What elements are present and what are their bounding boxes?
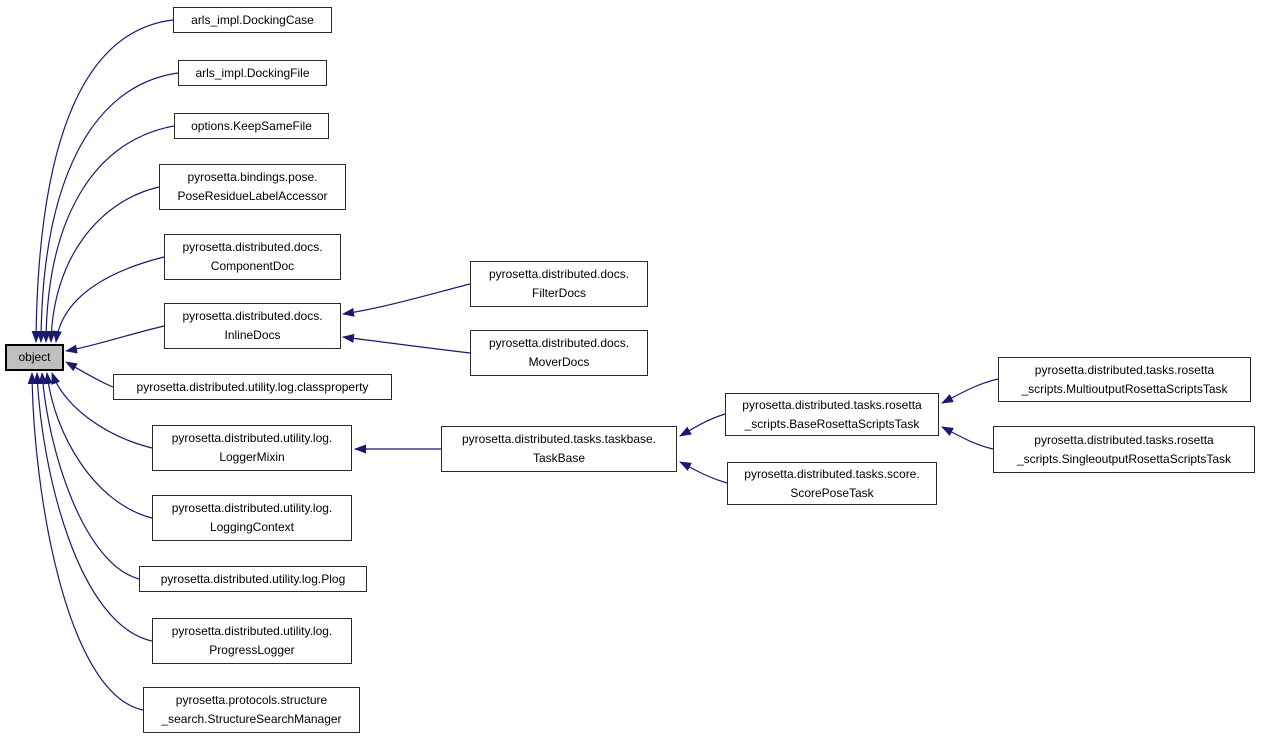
class-node-task-base[interactable]: pyrosetta.distributed.tasks.taskbase. Tas… <box>441 426 677 472</box>
inheritance-edge-logger-mixin-to-object <box>51 372 153 449</box>
inheritance-edge-structure-search-manager-to-object <box>27 372 144 711</box>
class-name-text: pyrosetta.distributed.utility.log.classp… <box>136 379 369 394</box>
class-node-logging-context[interactable]: pyrosetta.distributed.utility.log. Loggin… <box>152 495 352 541</box>
inheritance-edge-mover-docs-to-inline-docs <box>342 333 471 354</box>
class-name-text: arls_impl.DockingFile <box>195 65 310 80</box>
class-name-text: ScorePoseTask <box>790 485 874 500</box>
class-name-text: pyrosetta.distributed.docs. <box>488 267 630 281</box>
inheritance-edge-base-rosetta-scripts-to-task-base <box>679 413 726 437</box>
class-name-text: _scripts.MultioutputRosettaScriptsTask <box>1021 381 1228 396</box>
class-node-progress-logger[interactable]: pyrosetta.distributed.utility.log. Progre… <box>152 618 352 664</box>
inheritance-edge-progress-logger-to-object <box>32 372 153 642</box>
class-node-pose-residue-label[interactable]: pyrosetta.bindings.pose. PoseResidueLabel… <box>159 164 346 210</box>
class-name-text: InlineDocs <box>224 328 281 342</box>
class-node-structure-search-manager[interactable]: pyrosetta.protocols.structure _search.Str… <box>143 687 360 733</box>
root-class-node-object: object <box>5 344 64 371</box>
class-node-singleoutput-task[interactable]: pyrosetta.distributed.tasks.rosetta _scri… <box>993 426 1255 473</box>
class-name-text: arls_impl.DockingCase <box>191 12 314 27</box>
class-node-filter-docs[interactable]: pyrosetta.distributed.docs. FilterDocs <box>470 261 648 307</box>
class-name-text: LoggingContext <box>209 520 295 534</box>
inheritance-edge-classproperty-to-object <box>65 361 114 388</box>
class-name-text: object <box>18 350 51 364</box>
class-name-text: pyrosetta.protocols.structure <box>175 693 328 707</box>
class-name-text: pyrosetta.distributed.utility.log. <box>171 501 333 515</box>
class-node-logger-mixin[interactable]: pyrosetta.distributed.utility.log. Logger… <box>152 425 352 471</box>
class-name-text: ProgressLogger <box>209 643 295 657</box>
class-node-docking-file[interactable]: arls_impl.DockingFile <box>178 60 327 86</box>
class-name-text: pyrosetta.distributed.tasks.rosetta <box>1034 432 1214 447</box>
edge-group <box>27 19 999 711</box>
class-name-text: MoverDocs <box>528 355 590 369</box>
inheritance-edge-docking-case-to-object <box>31 19 174 343</box>
inheritance-edge-inline-docs-to-object <box>65 325 165 354</box>
class-name-text: pyrosetta.bindings.pose. <box>187 170 318 184</box>
class-name-text: pyrosetta.distributed.docs. <box>182 240 323 254</box>
inheritance-edge-plog-to-object <box>38 372 140 580</box>
inheritance-edge-singleoutput-task-to-base-rosetta-scripts <box>941 426 994 450</box>
class-node-score-pose-task[interactable]: pyrosetta.distributed.tasks.score. ScoreP… <box>727 462 937 505</box>
class-name-text: LoggerMixin <box>219 450 285 464</box>
inheritance-edge-component-doc-to-object <box>52 256 165 343</box>
class-node-component-doc[interactable]: pyrosetta.distributed.docs. ComponentDoc <box>164 234 341 280</box>
class-name-text: FilterDocs <box>531 286 586 300</box>
class-node-mover-docs[interactable]: pyrosetta.distributed.docs. MoverDocs <box>470 330 648 376</box>
class-name-text: pyrosetta.distributed.tasks.taskbase. <box>461 432 657 446</box>
class-name-text: options.KeepSameFile <box>191 118 312 133</box>
class-name-text: pyrosetta.distributed.tasks.rosetta <box>1034 362 1215 377</box>
inheritance-edge-docking-file-to-object <box>36 72 179 343</box>
class-name-text: pyrosetta.distributed.tasks.score. <box>744 466 920 481</box>
class-name-text: PoseResidueLabelAccessor <box>177 189 328 203</box>
class-name-text: pyrosetta.distributed.utility.log.Plog <box>160 571 346 586</box>
class-name-text: _scripts.BaseRosettaScriptsTask <box>744 416 920 431</box>
inheritance-edge-keep-same-file-to-object <box>41 125 175 343</box>
class-name-text: ComponentDoc <box>210 259 295 273</box>
class-node-plog[interactable]: pyrosetta.distributed.utility.log.Plog <box>139 566 367 592</box>
inheritance-edge-pose-residue-label-to-object <box>46 186 160 343</box>
class-node-multioutput-task[interactable]: pyrosetta.distributed.tasks.rosetta _scri… <box>998 357 1251 402</box>
class-name-text: pyrosetta.distributed.tasks.rosetta <box>742 397 922 412</box>
inheritance-edge-score-pose-task-to-task-base <box>679 461 728 484</box>
class-node-base-rosetta-scripts[interactable]: pyrosetta.distributed.tasks.rosetta _scri… <box>725 393 939 436</box>
class-name-text: pyrosetta.distributed.utility.log. <box>171 624 333 638</box>
inheritance-edge-logging-context-to-object <box>43 372 153 519</box>
class-name-text: TaskBase <box>532 451 586 465</box>
class-name-text: _scripts.SingleoutputRosettaScriptsTask <box>1016 451 1232 466</box>
class-name-text: _search.StructureSearchManager <box>161 712 342 726</box>
class-node-keep-same-file[interactable]: options.KeepSameFile <box>174 113 329 139</box>
class-node-docking-case[interactable]: arls_impl.DockingCase <box>173 7 332 33</box>
inheritance-edge-multioutput-task-to-base-rosetta-scripts <box>941 378 999 404</box>
class-name-text: pyrosetta.distributed.docs. <box>488 336 630 350</box>
inheritance-edge-filter-docs-to-inline-docs <box>342 283 471 317</box>
class-node-classproperty[interactable]: pyrosetta.distributed.utility.log.classp… <box>113 374 392 400</box>
class-node-inline-docs[interactable]: pyrosetta.distributed.docs. InlineDocs <box>164 303 341 349</box>
class-name-text: pyrosetta.distributed.utility.log. <box>171 431 333 445</box>
class-name-text: pyrosetta.distributed.docs. <box>182 309 323 323</box>
